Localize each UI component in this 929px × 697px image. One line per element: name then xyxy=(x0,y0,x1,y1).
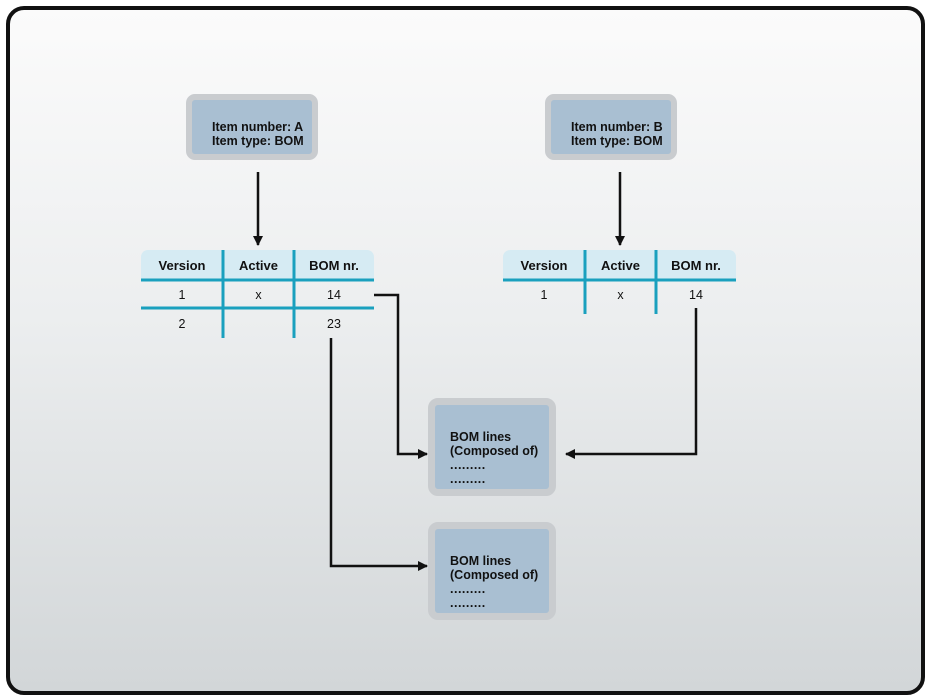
table-b-grid xyxy=(503,250,736,314)
table-a-header-version: Version xyxy=(158,258,206,273)
bom-23-dots-1: ......... xyxy=(450,582,486,596)
arrow-b-bom14-to-bom-lines xyxy=(565,308,698,459)
arrow-a-bom14-to-bom-lines xyxy=(374,293,428,459)
table-a-header-bg xyxy=(141,250,374,280)
table-a-row2-version: 2 xyxy=(178,317,186,331)
item-b-number: Item number: B xyxy=(571,120,663,134)
bom-14-subtitle: (Composed of) xyxy=(450,444,539,458)
table-a-row2-bom-nr: 23 xyxy=(327,317,341,331)
table-a-header-active: Active xyxy=(238,258,279,273)
table-b-header-version: Version xyxy=(520,258,568,273)
item-b-box: Item number: B Item type: BOM xyxy=(545,94,677,160)
arrow-a-bom23-to-bom-lines xyxy=(329,338,428,571)
table-a-header-bom-nr: BOM nr. xyxy=(309,258,359,273)
table-b-header-active: Active xyxy=(600,258,641,273)
table-b-row1-bom-nr: 14 xyxy=(689,288,703,302)
table-b-row1-active: x xyxy=(617,288,624,302)
bom-23-title: BOM lines xyxy=(450,554,512,568)
item-a-type: Item type: BOM xyxy=(212,134,304,148)
table-a-row1-version: 1 xyxy=(178,288,186,302)
table-b-header-bom-nr: BOM nr. xyxy=(671,258,721,273)
table-b-header-bg xyxy=(503,250,736,280)
table-a-row1-bom-nr: 14 xyxy=(327,288,341,302)
table-a-row1-active: x xyxy=(255,288,262,302)
item-a-box: Item number: A Item type: BOM xyxy=(186,94,318,160)
table-b-row1-version: 1 xyxy=(540,288,548,302)
bom-14-title: BOM lines xyxy=(450,430,512,444)
bom-lines-box-23: BOM lines (Composed of) ......... ......… xyxy=(428,522,556,620)
bom-23-dots-2: ......... xyxy=(450,596,486,610)
bom-14-dots-2: ......... xyxy=(450,472,486,486)
bom-23-subtitle: (Composed of) xyxy=(450,568,539,582)
bom-14-dots-1: ......... xyxy=(450,458,486,472)
item-b-type: Item type: BOM xyxy=(571,134,663,148)
item-a-number: Item number: A xyxy=(212,120,304,134)
bom-lines-box-14: BOM lines (Composed of) ......... ......… xyxy=(428,398,556,496)
table-a-grid xyxy=(141,250,374,338)
